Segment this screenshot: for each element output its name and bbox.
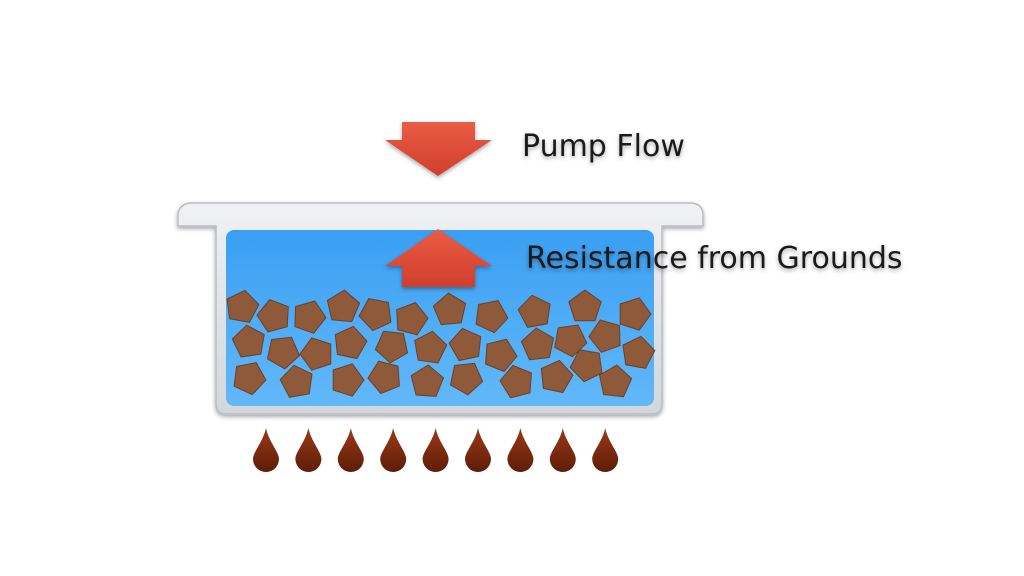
pentagon-icon — [299, 337, 332, 371]
pentagon-icon — [358, 298, 392, 332]
pentagon-icon — [334, 325, 368, 360]
droplet-icon — [253, 428, 279, 472]
pentagon-icon — [568, 289, 602, 322]
pentagon-icon — [588, 319, 621, 353]
pentagon-icon — [499, 364, 532, 399]
pentagon-icon — [540, 359, 574, 394]
pentagon-icon — [367, 360, 400, 395]
pentagon-icon — [598, 364, 633, 398]
pentagon-icon — [520, 327, 555, 361]
droplet-icon — [507, 428, 534, 472]
droplet-icon — [549, 428, 576, 472]
coffee-grounds — [226, 289, 656, 399]
coffee-drips — [253, 428, 619, 472]
pentagon-icon — [231, 324, 265, 358]
pentagon-icon — [266, 336, 301, 370]
droplet-icon — [422, 428, 449, 472]
resistance-label: Resistance from Grounds — [526, 241, 903, 276]
pentagon-icon — [449, 362, 484, 396]
pentagon-icon — [448, 327, 482, 362]
pentagon-icon — [332, 363, 365, 397]
pentagon-icon — [256, 299, 289, 333]
pentagon-icon — [619, 297, 652, 331]
droplet-icon — [295, 428, 322, 472]
pentagon-icon — [294, 300, 327, 334]
pentagon-icon — [414, 330, 448, 364]
droplet-icon — [592, 428, 619, 472]
pump-flow-label: Pump Flow — [522, 129, 685, 164]
pentagon-icon — [554, 324, 588, 358]
down-arrow-icon — [385, 122, 492, 176]
up-arrow-icon — [385, 229, 492, 287]
pentagon-icon — [396, 302, 429, 336]
pentagon-icon — [475, 300, 509, 334]
droplet-icon — [337, 428, 364, 472]
pentagon-icon — [233, 362, 267, 396]
pentagon-icon — [622, 335, 656, 369]
pentagon-icon — [569, 349, 603, 383]
pentagon-icon — [410, 364, 445, 397]
pentagon-icon — [517, 294, 551, 328]
pentagon-icon — [226, 289, 260, 323]
pentagon-icon — [279, 364, 313, 398]
pentagon-icon — [374, 330, 409, 364]
pentagon-icon — [485, 338, 518, 373]
droplet-icon — [465, 428, 491, 472]
pentagon-icon — [432, 292, 467, 326]
pentagon-icon — [326, 289, 361, 323]
droplet-icon — [380, 428, 407, 472]
